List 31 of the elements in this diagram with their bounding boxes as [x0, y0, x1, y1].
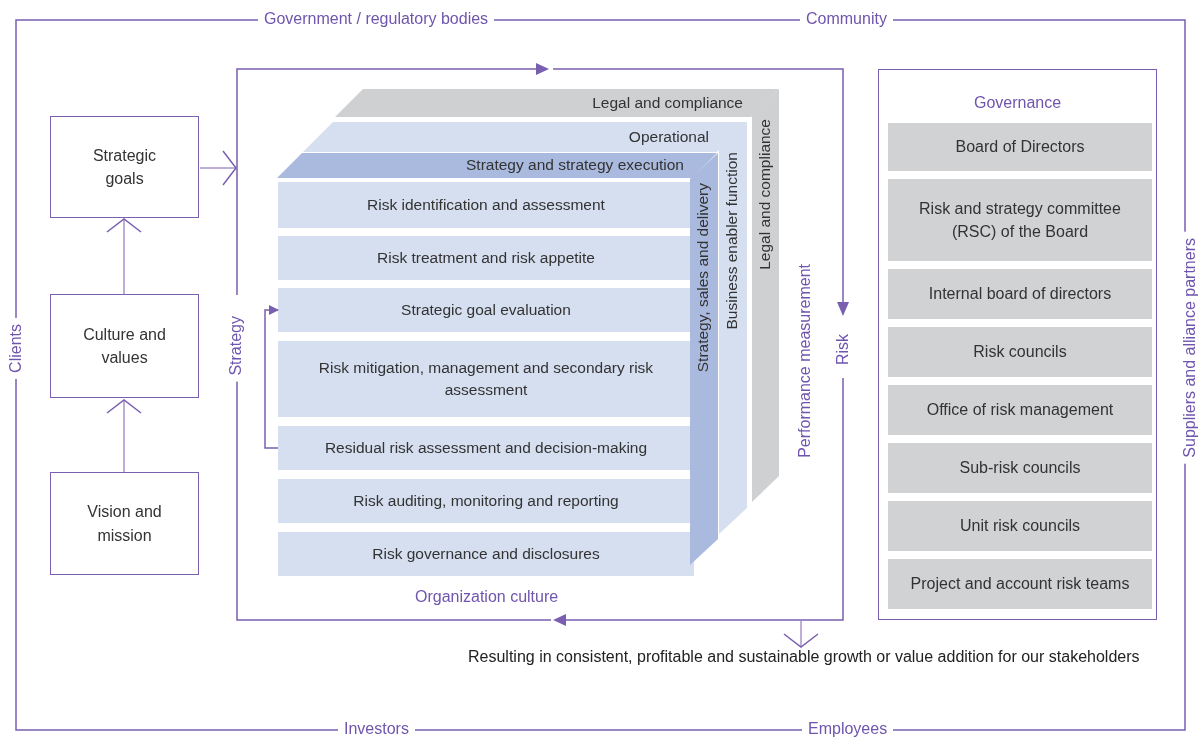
- context-label: Suppliers and alliance partners: [1181, 232, 1199, 464]
- governance-bar: Board of Directors: [888, 123, 1152, 171]
- face-label: Legal and compliance: [756, 119, 774, 270]
- chevron-arrow: [199, 150, 237, 186]
- governance-panel: [878, 69, 1157, 620]
- stage-box: Strategic goals: [50, 116, 199, 218]
- panel-title: Governance: [974, 94, 1062, 112]
- governance-bar: Sub-risk councils: [888, 443, 1152, 493]
- governance-bar: Internal board of directors: [888, 269, 1152, 319]
- face-label: Legal and compliance: [592, 93, 743, 112]
- governance-bar: Unit risk councils: [888, 501, 1152, 551]
- governance-bar: Risk councils: [888, 327, 1152, 377]
- outcome-text: Resulting in consistent, profitable and sustainable growth or value addition for our stakeholders: [468, 648, 1158, 672]
- governance-bar: Project and account risk teams: [888, 559, 1152, 609]
- face-label: Strategy, sales and delivery: [694, 183, 712, 373]
- context-label: Government / regulatory bodies: [258, 10, 495, 28]
- face-label: Operational: [628, 127, 709, 146]
- context-label: Community: [800, 10, 893, 28]
- chevron-arrow: [106, 218, 142, 295]
- governance-bar: Risk and strategy committee (RSC) of the Board: [888, 179, 1152, 261]
- governance-bar: Office of risk management: [888, 385, 1152, 435]
- face-label: Business enabler function: [723, 152, 741, 330]
- context-label: Investors: [338, 720, 415, 737]
- stage-box: Vision and mission: [50, 472, 199, 575]
- layer-band: Risk governance and disclosures: [278, 532, 694, 576]
- arrow: [264, 305, 279, 449]
- stage-box: Culture and values: [50, 294, 199, 398]
- context-label: Employees: [802, 720, 894, 737]
- chevron-arrow: [783, 620, 819, 648]
- chevron-arrow: [106, 399, 142, 473]
- face-label: Strategy and strategy execution: [466, 156, 684, 174]
